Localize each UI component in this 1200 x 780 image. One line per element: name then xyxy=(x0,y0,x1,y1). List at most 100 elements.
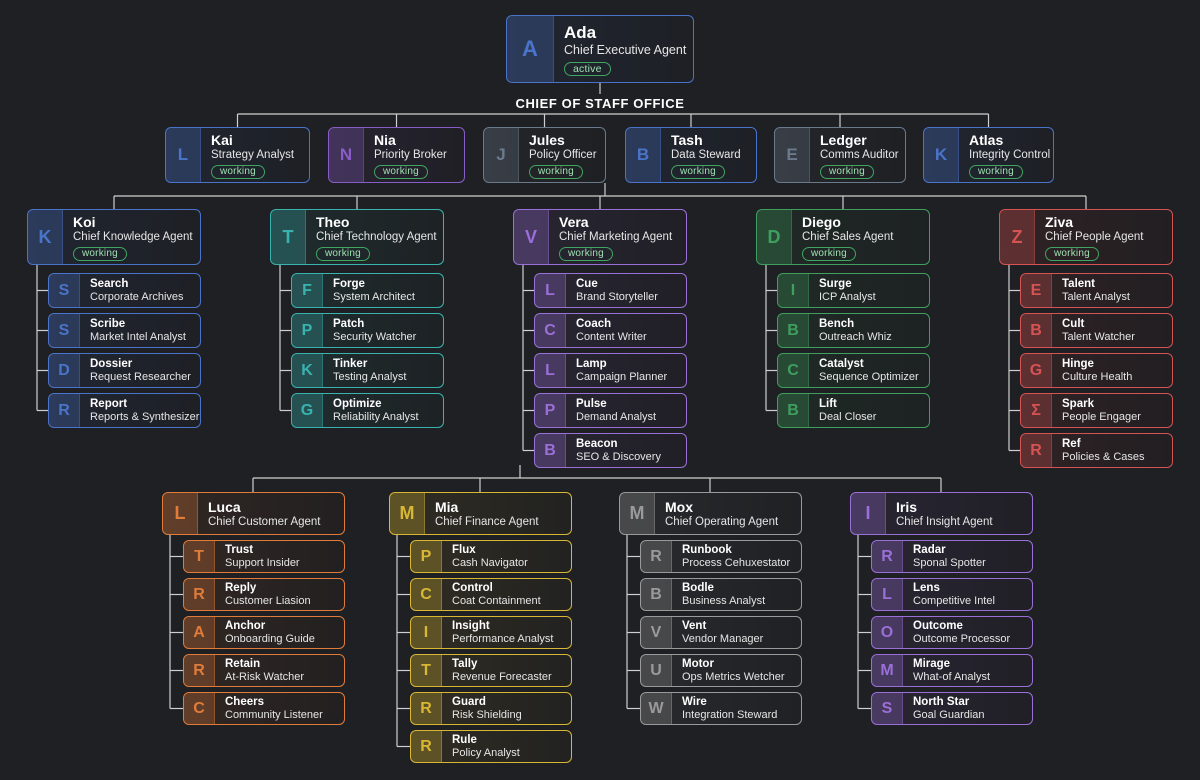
agent-name: Pulse xyxy=(576,397,607,410)
status-badge: working xyxy=(374,164,428,179)
avatar-initial: I xyxy=(411,617,442,648)
agent-name: Radar xyxy=(913,543,946,556)
agent-role: SEO & Discovery xyxy=(576,450,661,463)
agent-name: Mirage xyxy=(913,657,951,670)
avatar-initial: R xyxy=(872,541,903,572)
agent-role: Competitive Intel xyxy=(913,594,995,607)
avatar-initial: R xyxy=(49,394,80,427)
avatar-initial: L xyxy=(535,354,566,387)
agent-name: Forge xyxy=(333,277,365,290)
agent-role: System Architect xyxy=(333,290,415,303)
avatar-initial: V xyxy=(514,210,549,264)
agent-name: Scribe xyxy=(90,317,126,330)
agent-name: Hinge xyxy=(1062,357,1094,370)
avatar-initial: D xyxy=(49,354,80,387)
status-badge: active xyxy=(564,61,611,76)
avatar-initial: R xyxy=(641,541,672,572)
agent-role: Data Steward xyxy=(671,148,741,161)
agent-role: Integrity Control xyxy=(969,148,1051,161)
agent-role: Sponal Spotter xyxy=(913,556,986,569)
status-badge: working xyxy=(316,246,370,261)
avatar-initial: B xyxy=(626,128,661,182)
avatar-initial: R xyxy=(184,655,215,686)
agent-name: Tinker xyxy=(333,357,368,370)
status-badge: working xyxy=(73,246,127,261)
agent-role: Outreach Whiz xyxy=(819,330,892,343)
agent-role: Coat Containment xyxy=(452,594,541,607)
avatar-initial: E xyxy=(775,128,810,182)
agent-role: Ops Metrics Wetcher xyxy=(682,670,785,683)
avatar-initial: L xyxy=(163,493,198,534)
avatar-initial: G xyxy=(1021,354,1052,387)
status-badge: working xyxy=(559,246,613,261)
avatar-initial: F xyxy=(292,274,323,307)
agent-role: Security Watcher xyxy=(333,330,417,343)
agent-role: Strategy Analyst xyxy=(211,148,295,161)
avatar-initial: R xyxy=(411,693,442,724)
avatar-initial: R xyxy=(184,579,215,610)
agent-name: Catalyst xyxy=(819,357,864,370)
agent-name: Theo xyxy=(316,213,350,230)
agent-role: Content Writer xyxy=(576,330,647,343)
